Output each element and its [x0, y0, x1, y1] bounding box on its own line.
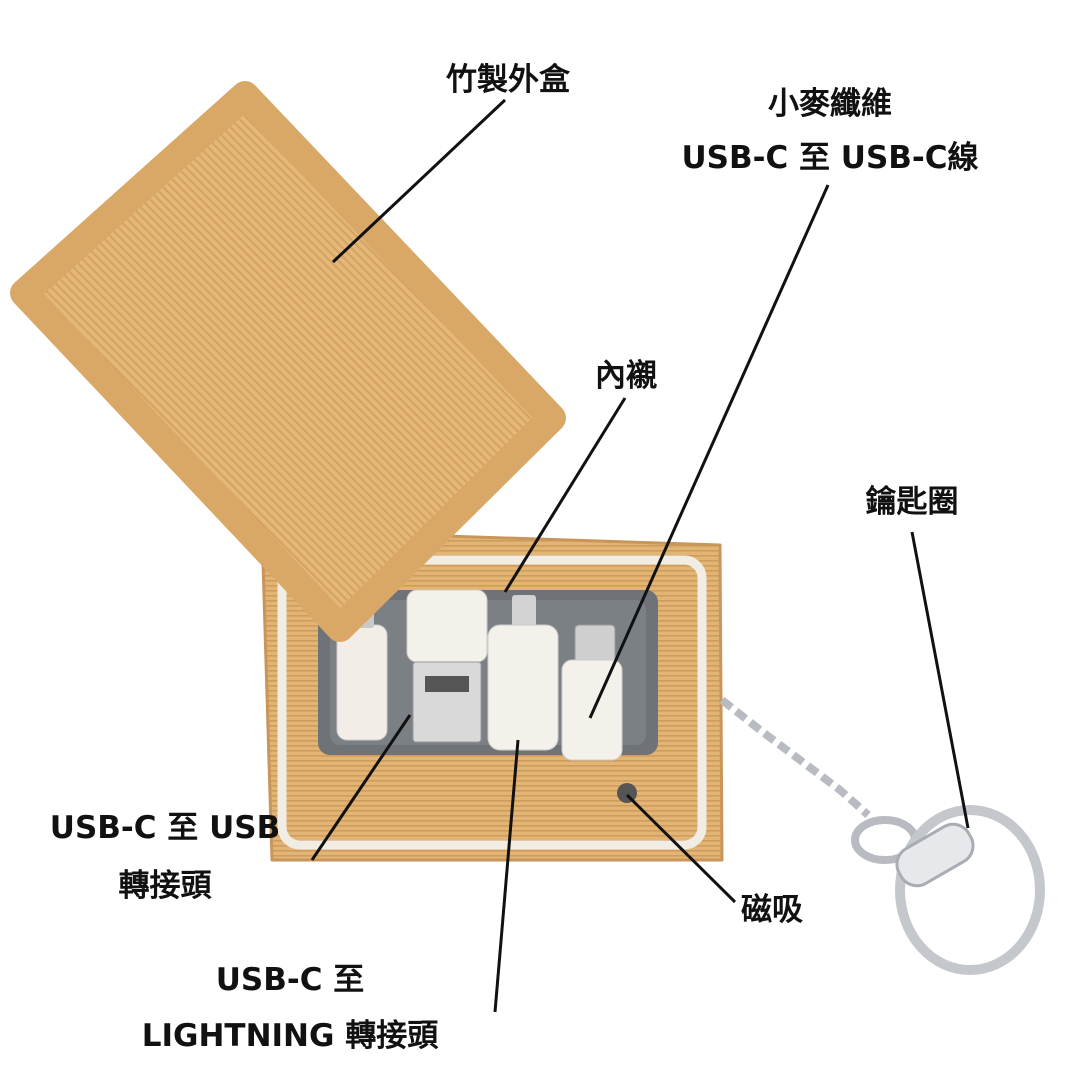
label-liner: 內襯 [595, 358, 657, 394]
leader-lines [310, 98, 970, 1013]
keyring [719, 696, 1045, 975]
bamboo-lid [10, 81, 566, 642]
usb-c-to-usb-adapter [406, 589, 488, 743]
label-keyring: 鑰匙圈 [865, 484, 959, 520]
label-bamboo-case: 竹製外盒 [446, 62, 570, 98]
label-cable-material: 小麥纖維 [768, 86, 892, 122]
label-lightning-adapter-1: USB-C 至 [215, 962, 365, 998]
label-usb-adapter-1: USB-C 至 USB [49, 810, 281, 846]
label-lightning-adapter-2: LIGHTNING 轉接頭 [141, 1018, 439, 1054]
usb-c-to-lightning-adapter [487, 595, 559, 751]
label-cable-type: USB-C 至 USB-C線 [681, 140, 979, 176]
label-usb-adapter-2: 轉接頭 [118, 868, 212, 904]
label-magnet: 磁吸 [741, 892, 803, 928]
